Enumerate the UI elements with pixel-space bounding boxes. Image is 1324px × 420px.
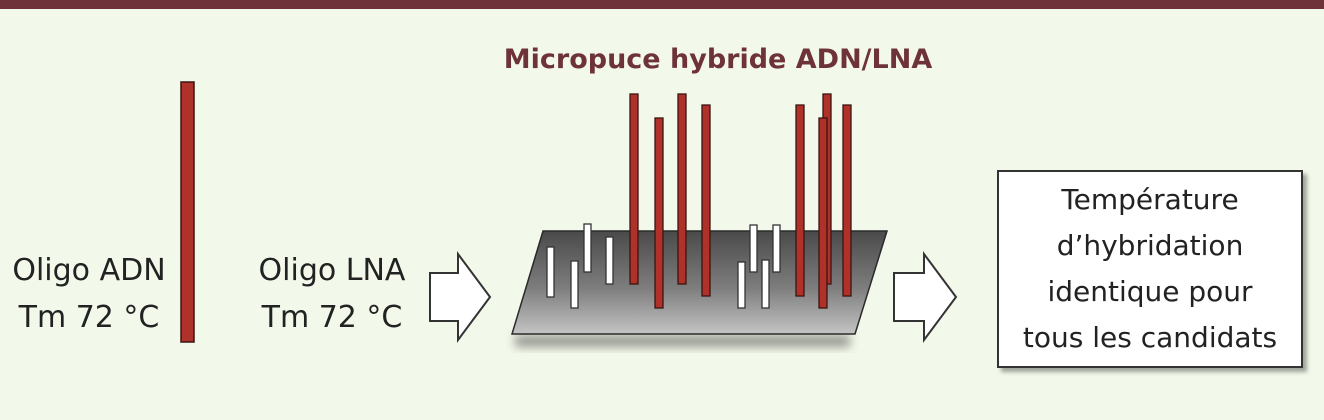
lna-oligo xyxy=(749,224,758,273)
dna-oligo-name: Oligo ADN xyxy=(12,253,166,288)
dna-oligo-bar xyxy=(180,81,195,343)
result-line: identique pour xyxy=(1047,275,1253,308)
lna-oligo xyxy=(772,224,781,273)
dna-oligo xyxy=(795,104,805,297)
lna-oligo xyxy=(570,260,579,309)
lna-oligo xyxy=(546,246,555,298)
dna-oligo xyxy=(654,117,664,309)
dna-oligo xyxy=(629,93,639,285)
lna-oligo xyxy=(737,261,746,309)
arrow-right-icon xyxy=(893,250,958,344)
lna-oligo xyxy=(583,223,592,273)
lna-oligo-label: Oligo LNA Tm 72 °C xyxy=(252,247,412,341)
result-line: Température xyxy=(1061,183,1239,216)
result-box: Température d’hybridation identique pour… xyxy=(997,170,1303,368)
dna-oligo-tm: Tm 72 °C xyxy=(18,300,160,335)
dna-oligo xyxy=(842,104,852,297)
result-line: d’hybridation xyxy=(1056,229,1244,262)
top-border xyxy=(0,0,1324,9)
lna-oligos xyxy=(546,223,781,309)
arrow-right-icon xyxy=(429,250,492,344)
dna-oligos xyxy=(629,93,852,309)
lna-oligo xyxy=(605,236,614,285)
result-line: tous les candidats xyxy=(1022,321,1278,354)
lna-oligo-name: Oligo LNA xyxy=(258,253,406,288)
chip-title: Micropuce hybride ADN/LNA xyxy=(503,44,933,75)
dna-oligo xyxy=(677,93,687,285)
chip-shadow xyxy=(515,335,850,347)
dna-oligo-label: Oligo ADN Tm 72 °C xyxy=(8,247,170,341)
lna-oligo xyxy=(761,259,770,309)
lna-oligo-tm: Tm 72 °C xyxy=(261,300,403,335)
dna-oligo xyxy=(701,104,711,297)
dna-oligo xyxy=(818,117,828,309)
